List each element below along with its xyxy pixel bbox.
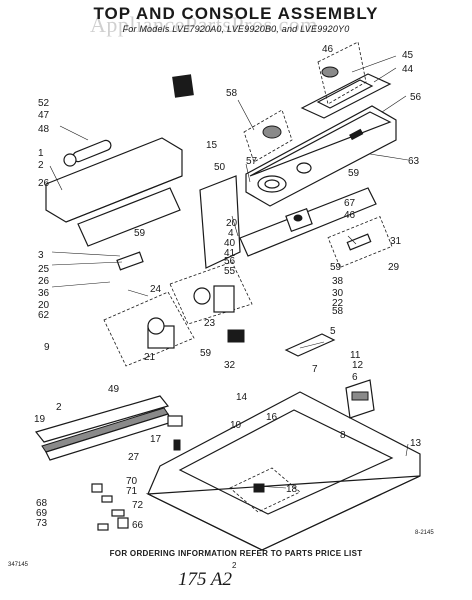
callout-43: 45: [402, 50, 414, 61]
callout-7: 7: [312, 364, 318, 375]
callout-17: 17: [150, 434, 162, 445]
callout-labels: 52 47 48 1 2 26 3 25 26 36 20 62 9 2 19 …: [34, 44, 422, 531]
callout-22: 21: [144, 352, 156, 363]
rear-panel-drawing: [45, 74, 194, 247]
diagram-code: 8-2145: [415, 530, 434, 536]
callout-62: 62: [38, 310, 50, 321]
callout-71: 73: [36, 518, 48, 529]
callout-53: 56: [410, 92, 422, 103]
callout-57: 58: [332, 306, 344, 317]
front-trim-drawing: [34, 395, 173, 461]
callout-50: 55: [224, 266, 236, 277]
callout-67: 69: [36, 508, 48, 519]
callout-59-a: 59: [134, 228, 146, 239]
callout-52: 56: [224, 256, 236, 267]
callout-2-upper: 2: [38, 160, 44, 171]
callout-39: 40: [224, 238, 236, 249]
ordering-note: FOR ORDERING INFORMATION REFER TO PARTS …: [109, 549, 363, 558]
callout-30: 29: [388, 262, 400, 273]
callout-14: 15: [206, 140, 218, 151]
callout-23: 22: [332, 298, 344, 309]
callout-49: 50: [214, 162, 226, 173]
leader-lines: [49, 55, 409, 489]
callout-29: 27: [128, 452, 140, 463]
callout-15: 14: [236, 392, 248, 403]
console-bracket-drawing: [199, 175, 393, 269]
callout-36: 36: [38, 288, 50, 299]
callout-18: 18: [286, 484, 298, 495]
callout-27: 26: [38, 276, 50, 287]
callout-20: 20: [226, 218, 238, 229]
callout-55: 57: [246, 156, 258, 167]
document-code: 347145: [8, 562, 29, 568]
callout-10: 10: [230, 420, 242, 431]
callout-40: 41: [224, 248, 236, 259]
callout-42: 44: [402, 64, 414, 75]
callout-9: 9: [44, 342, 50, 353]
hardware-drawing: [91, 415, 183, 531]
callout-38: 38: [332, 276, 344, 287]
callout-32: 31: [390, 236, 402, 247]
callout-58: 52: [38, 98, 50, 109]
callout-16: 16: [266, 412, 278, 423]
callout-44: 46: [322, 44, 334, 55]
callout-47: 48: [38, 124, 50, 135]
page-number: 2: [232, 561, 237, 570]
callout-21: 20: [38, 300, 50, 311]
callout-6: 6: [352, 372, 358, 383]
callout-19: 19: [34, 414, 46, 425]
callout-31: 30: [332, 288, 344, 299]
callout-63: 63: [408, 156, 420, 167]
callout-2-lower: 2: [56, 402, 62, 413]
callout-24: 23: [204, 318, 216, 329]
callout-26: 25: [38, 264, 50, 275]
callout-48: 49: [108, 384, 120, 395]
console-panel-drawing: [243, 41, 397, 207]
diagram-title: TOP AND CONSOLE ASSEMBLY: [93, 4, 379, 23]
callout-56: 58: [226, 88, 238, 99]
callout-68: 70: [126, 476, 138, 487]
callout-5: 5: [330, 326, 336, 337]
models-subtitle: For Models LVE7920A0, LVE9920B0, and LVE…: [122, 24, 350, 34]
callout-12: 12: [352, 360, 364, 371]
handwritten-note: 175 A2: [178, 569, 233, 590]
callout-65: 67: [344, 198, 356, 209]
switch-assembly-drawing: [103, 251, 253, 367]
callout-4: 4: [228, 228, 234, 239]
callout-69: 71: [126, 486, 138, 497]
callout-70: 72: [132, 500, 144, 511]
callout-8: 8: [340, 430, 346, 441]
callout-46: 47: [38, 110, 50, 121]
callout-3: 3: [38, 250, 44, 261]
callout-27-upper: 26: [38, 178, 50, 189]
callout-59-b: 59: [200, 348, 212, 359]
callout-13: 13: [410, 438, 422, 449]
callout-25: 24: [150, 284, 162, 295]
callout-59-d: 59: [330, 262, 342, 273]
callout-11: 11: [350, 350, 361, 361]
callout-66: 68: [36, 498, 48, 509]
callout-34: 32: [224, 360, 236, 371]
watermark-text: AppliancePartsPros.com: [90, 12, 318, 37]
callout-45: 46: [344, 210, 356, 221]
washer-top-drawing: [145, 333, 421, 551]
callout-59-c: 59: [348, 168, 360, 179]
callout-64: 66: [132, 520, 144, 531]
callout-1: 1: [38, 148, 44, 159]
